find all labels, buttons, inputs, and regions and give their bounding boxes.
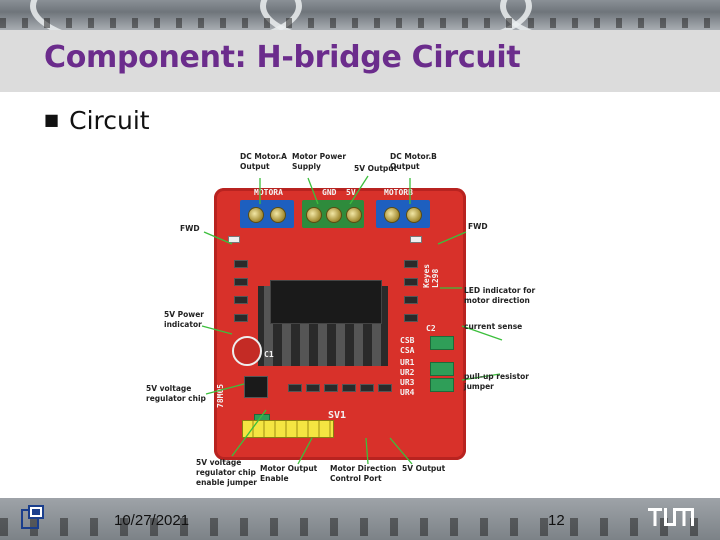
silk-c1: C1 bbox=[264, 350, 274, 359]
label-5v-output-bottom: 5V Output bbox=[402, 464, 446, 473]
silk-sv1: SV1 bbox=[328, 410, 347, 421]
label-motor-power: Motor Power Supply bbox=[292, 152, 347, 171]
label-regulator-enable-jumper: 5V voltage regulator chip enable jumper bbox=[196, 458, 258, 487]
label-current-sense: current sense bbox=[464, 322, 523, 331]
screw-icon bbox=[306, 207, 322, 223]
silk-5v: 5V bbox=[346, 188, 356, 197]
pullup-jumper bbox=[430, 378, 454, 392]
label-5v-power-indicator: 5V Power indicator bbox=[164, 310, 204, 329]
header-photo-strip bbox=[0, 0, 720, 30]
label-dc-motor-a: DC Motor.A Output bbox=[240, 152, 287, 171]
screw-icon bbox=[248, 207, 264, 223]
bullet-square-icon: ■ bbox=[44, 110, 60, 129]
label-5v-output-top: 5V Output bbox=[354, 164, 398, 173]
footer-date: 10/27/2021 bbox=[114, 512, 190, 529]
bullet-item: ■ Circuit bbox=[44, 106, 150, 135]
hbridge-figure: MOTORA GND 5V MOTORB Keyes L298 C2 CSB C… bbox=[140, 148, 540, 498]
silk-gnd: GND bbox=[322, 188, 337, 197]
label-motor-direction-port: Motor Direction Control Port bbox=[330, 464, 397, 483]
photo-people bbox=[0, 518, 720, 536]
hbridge-board: MOTORA GND 5V MOTORB Keyes L298 C2 CSB C… bbox=[214, 188, 466, 460]
bullet-text: Circuit bbox=[69, 106, 150, 135]
silk-csb: CSB bbox=[400, 336, 415, 345]
photo-people bbox=[0, 18, 720, 28]
page-number: 12 bbox=[548, 512, 565, 529]
label-led-indicator: LED indicator for motor direction bbox=[464, 286, 536, 305]
fwd-led-right bbox=[410, 236, 422, 243]
screw-icon bbox=[346, 207, 362, 223]
label-pullup-resistor: pull-up resistor jumper bbox=[464, 372, 530, 391]
header-pin-row bbox=[242, 420, 334, 438]
screw-icon bbox=[270, 207, 286, 223]
faculty-logo-icon bbox=[21, 505, 44, 529]
screw-icon bbox=[384, 207, 400, 223]
silk-ur3: UR3 bbox=[400, 378, 415, 387]
screw-icon bbox=[406, 207, 422, 223]
label-dc-motor-b: DC Motor.B Output bbox=[390, 152, 437, 171]
slide-title: Component: H-bridge Circuit bbox=[44, 40, 521, 75]
label-fwd-right: FWD bbox=[468, 222, 488, 231]
pullup-jumper bbox=[430, 362, 454, 376]
label-5v-regulator-chip: 5V voltage regulator chip bbox=[146, 384, 206, 403]
label-motor-output-enable: Motor Output Enable bbox=[260, 464, 318, 483]
title-band bbox=[0, 30, 720, 92]
screw-icon bbox=[326, 207, 342, 223]
tum-logo-icon bbox=[648, 508, 694, 526]
silk-ur2: UR2 bbox=[400, 368, 415, 377]
motor-b-terminal bbox=[376, 200, 430, 228]
power-terminal bbox=[302, 200, 364, 228]
current-sense-jumper bbox=[430, 336, 454, 350]
motor-a-terminal bbox=[240, 200, 294, 228]
capacitor-c1 bbox=[232, 336, 262, 366]
silk-motorb: MOTORB bbox=[384, 188, 413, 197]
footer-photo-strip bbox=[0, 498, 720, 540]
photo-arch bbox=[500, 0, 720, 30]
l298-chip bbox=[270, 280, 382, 324]
regulator-chip bbox=[244, 376, 268, 398]
callout-lines bbox=[201, 175, 503, 465]
silk-c2: C2 bbox=[426, 324, 436, 333]
fwd-led-left bbox=[228, 236, 240, 243]
silk-motora: MOTORA bbox=[254, 188, 283, 197]
silk-ur1: UR1 bbox=[400, 358, 415, 367]
silk-ur4: UR4 bbox=[400, 388, 415, 397]
label-fwd-left: FWD bbox=[180, 224, 200, 233]
silk-csa: CSA bbox=[400, 346, 415, 355]
